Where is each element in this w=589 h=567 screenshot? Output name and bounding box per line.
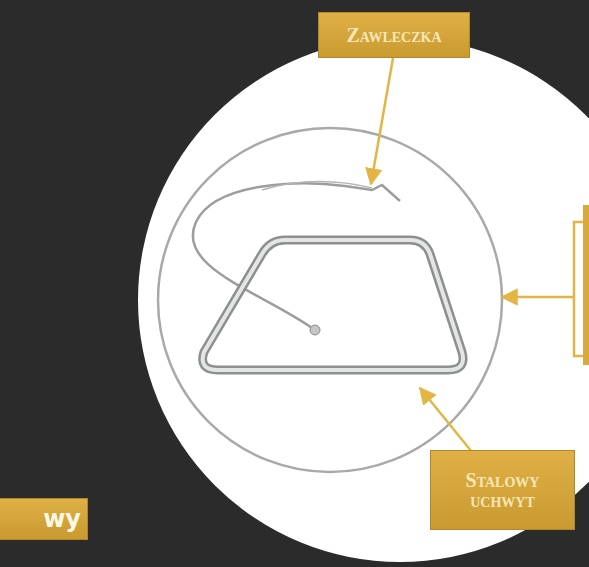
leader-line [502, 296, 574, 299]
callout-text-group: Stalowy uchwyt [459, 470, 546, 510]
cut-callout-box [583, 205, 589, 365]
pin-wire-second [262, 182, 372, 191]
leader-line [420, 388, 472, 452]
steel-handle-shine [203, 240, 463, 370]
pin-wire [193, 183, 400, 330]
callout-box: Stalowy uchwyt [430, 450, 575, 530]
split-ring [158, 128, 502, 472]
bracket [574, 222, 583, 356]
callout-text-group: wy [43, 505, 81, 533]
cut-callout-box: wy [0, 498, 88, 540]
white-disc [138, 38, 589, 562]
callout-label: Stalowy uchwyt [459, 470, 546, 510]
callout-label: wy [43, 505, 81, 533]
steel-handle [203, 240, 463, 370]
leader-line [371, 58, 393, 184]
callout-text-group: Zawleczka [346, 25, 441, 45]
callout-label: Zawleczka [346, 25, 441, 45]
callout-box: Zawleczka [318, 12, 470, 58]
pin-ball [310, 325, 320, 335]
